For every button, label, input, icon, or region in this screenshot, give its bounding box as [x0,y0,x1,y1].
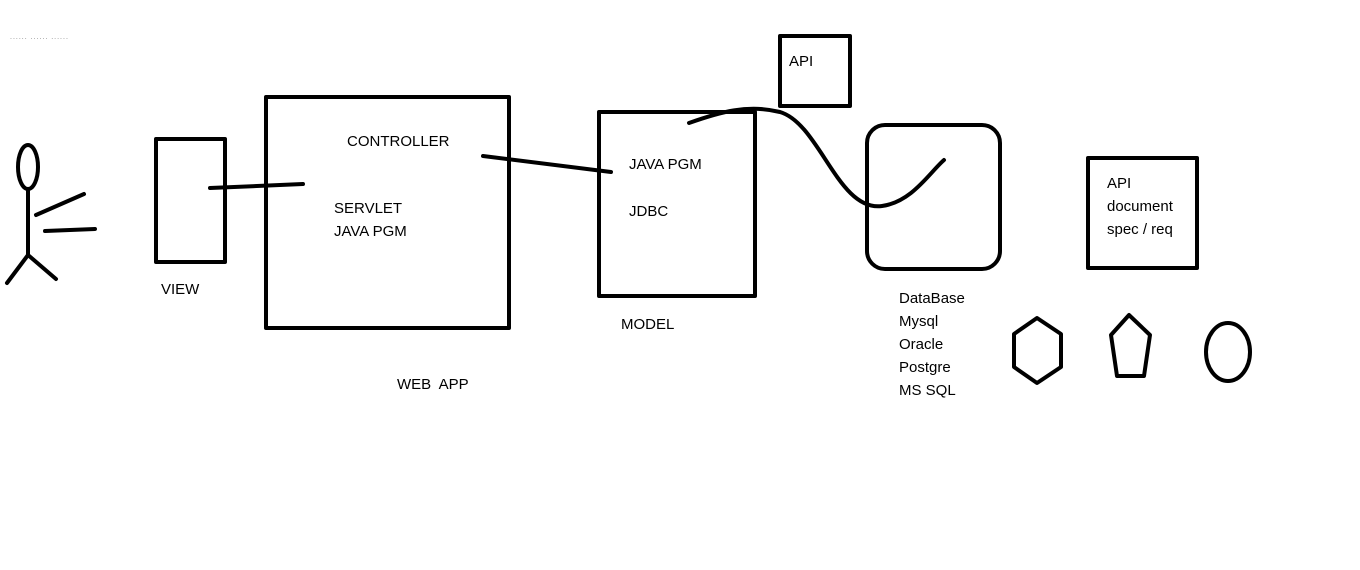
pentagon-shape [1109,313,1152,378]
web-app-label: WEB APP [397,376,469,393]
user-left-leg [5,253,30,285]
database-box [865,123,1002,271]
database-mysql: Mysql [899,313,939,330]
ellipse-shape [1204,321,1252,383]
api-box [778,34,852,108]
faint-header-text: ...... ...... ...... [10,34,69,41]
model-box [597,110,757,298]
database-label: DataBase [899,290,965,307]
database-oracle: Oracle [899,336,944,353]
api-label: API [789,53,814,70]
user-right-leg [26,253,58,281]
api-doc-line-2: document [1107,198,1173,215]
servlet-label: SERVLET [334,200,403,217]
api-document-box [1086,156,1199,270]
user-stick-figure [5,143,97,285]
database-postgre: Postgre [899,359,951,376]
user-speech-line-1 [34,192,86,217]
view-box [154,137,227,264]
view-label: VIEW [161,281,200,298]
controller-model-connector [481,154,613,174]
user-head [16,143,40,191]
hexagon-shape [1012,316,1063,385]
controller-box [264,95,511,330]
model-java-pgm-label: JAVA PGM [629,156,702,173]
controller-label: CONTROLLER [347,133,450,150]
servlet-java-pgm-label: JAVA PGM [334,223,407,240]
model-label: MODEL [621,316,675,333]
api-doc-line-1: API [1107,175,1132,192]
jdbc-label: JDBC [629,203,669,220]
jdbc-connection-curve [687,106,946,209]
user-speech-line-2 [43,227,97,233]
api-doc-line-3: spec / req [1107,221,1173,238]
view-controller-connector [208,182,305,190]
database-mssql: MS SQL [899,382,956,399]
